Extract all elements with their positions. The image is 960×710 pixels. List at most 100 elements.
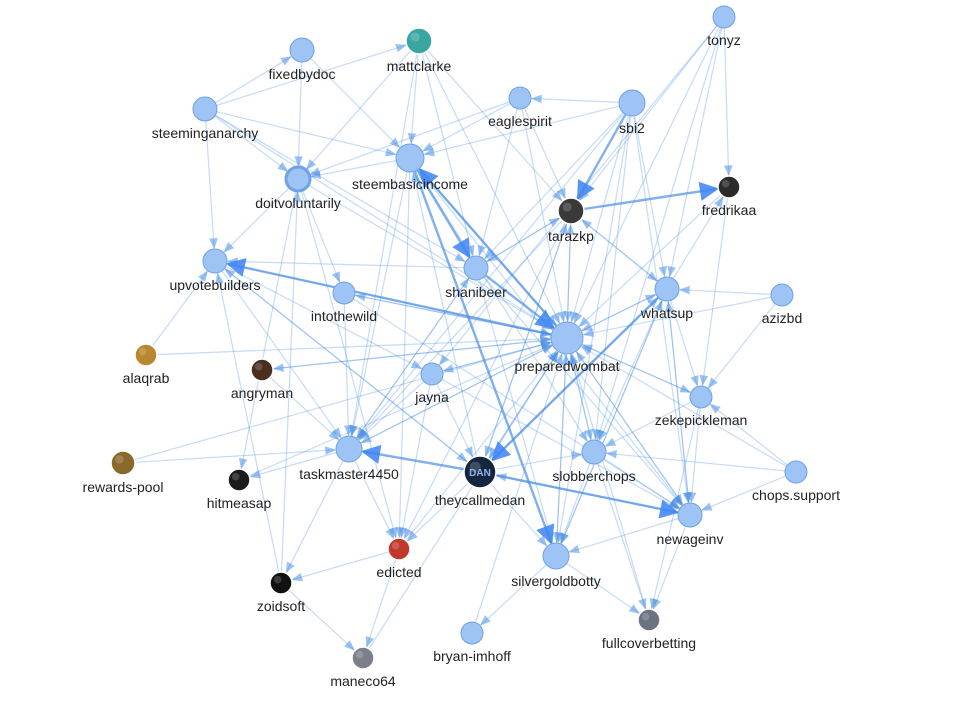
edge-zekepickleman-to-preparedwombat bbox=[581, 344, 692, 394]
node-silvergoldbotty[interactable]: silvergoldbotty bbox=[511, 542, 601, 589]
edge-zoidsoft-to-upvotebuilders bbox=[215, 272, 280, 573]
node-jayna[interactable]: jayna bbox=[414, 362, 449, 405]
edge-tonyz-to-fredrikaa bbox=[723, 27, 733, 177]
node-doitvoluntarily[interactable]: doitvoluntarily bbox=[255, 165, 341, 211]
node-steembasicincome[interactable]: steembasicincome bbox=[352, 143, 468, 192]
avatar-rewards-pool bbox=[110, 450, 136, 476]
edge-steembasicincome-to-taskmaster4450 bbox=[349, 171, 408, 437]
edge-tonyz-to-tarazkp bbox=[579, 25, 718, 201]
edge-alaqrab-to-upvotebuilders bbox=[152, 270, 208, 347]
edge-azizbd-to-whatsup bbox=[678, 285, 772, 295]
edge-fixedbydoc-to-steembasicincome bbox=[310, 58, 401, 149]
node-circle-taskmaster4450 bbox=[335, 435, 363, 463]
node-sbi2[interactable]: sbi2 bbox=[618, 89, 646, 136]
edge-zoidsoft-to-maneco64 bbox=[288, 589, 355, 651]
node-alaqrab[interactable]: alaqrab bbox=[123, 343, 170, 386]
edge-theycallmedan-to-newageinv bbox=[495, 474, 680, 519]
node-tarazkp[interactable]: tarazkp bbox=[548, 197, 594, 244]
node-label-theycallmedan: theycallmedan bbox=[435, 492, 525, 508]
node-rewards-pool[interactable]: rewards-pool bbox=[83, 450, 164, 495]
avatar-zoidsoft bbox=[269, 571, 293, 595]
edge-steembasicincome-to-silvergoldbotty bbox=[413, 170, 555, 545]
node-mattclarke[interactable]: mattclarke bbox=[387, 27, 452, 74]
node-intothewild[interactable]: intothewild bbox=[311, 281, 377, 324]
edge-newageinv-to-theycallmedan bbox=[495, 473, 679, 514]
avatar-shine-fredrikaa bbox=[721, 179, 730, 188]
edge-jayna-to-taskmaster4450 bbox=[358, 380, 425, 441]
node-maneco64[interactable]: maneco64 bbox=[330, 646, 396, 689]
avatar-tarazkp bbox=[557, 197, 585, 225]
node-azizbd[interactable]: azizbd bbox=[762, 283, 802, 326]
edge-preparedwombat-to-jayna bbox=[442, 341, 552, 373]
node-label-taskmaster4450: taskmaster4450 bbox=[299, 466, 399, 482]
node-label-rewards-pool: rewards-pool bbox=[83, 479, 164, 495]
node-eaglespirit[interactable]: eaglespirit bbox=[488, 86, 552, 129]
node-label-sbi2: sbi2 bbox=[619, 120, 645, 136]
edge-steeminganarchy-to-mattclarke bbox=[216, 44, 407, 106]
node-shanibeer[interactable]: shanibeer bbox=[445, 255, 507, 300]
edge-upvotebuilders-to-jayna bbox=[225, 265, 423, 370]
edge-preparedwombat-to-angryman bbox=[272, 339, 552, 372]
edge-preparedwombat-to-taskmaster4450 bbox=[360, 344, 553, 444]
node-steeminganarchy[interactable]: steeminganarchy bbox=[152, 96, 259, 141]
edge-mattclarke-to-taskmaster4450 bbox=[348, 53, 418, 437]
node-newageinv[interactable]: newageinv bbox=[657, 502, 724, 547]
edge-tarazkp-to-whatsup bbox=[580, 218, 658, 282]
node-circle-chops.support bbox=[784, 460, 808, 484]
node-circle-doitvoluntarily bbox=[284, 165, 312, 193]
node-upvotebuilders[interactable]: upvotebuilders bbox=[169, 248, 261, 293]
node-bryan-imhoff[interactable]: bryan-imhoff bbox=[433, 621, 511, 664]
edge-rewards-pool-to-preparedwombat bbox=[134, 341, 552, 461]
avatar-alaqrab bbox=[134, 343, 158, 367]
avatar-shine-zoidsoft bbox=[273, 575, 282, 584]
node-label-azizbd: azizbd bbox=[762, 310, 802, 326]
node-chops.support[interactable]: chops.support bbox=[752, 460, 840, 503]
node-label-upvotebuilders: upvotebuilders bbox=[169, 277, 260, 293]
avatar-shine-hitmeasap bbox=[231, 472, 240, 481]
edge-whatsup-to-theycallmedan bbox=[490, 296, 660, 462]
node-fullcoverbetting[interactable]: fullcoverbetting bbox=[602, 608, 696, 651]
node-circle-bryan-imhoff bbox=[460, 621, 484, 645]
edge-jayna-to-preparedwombat bbox=[442, 340, 552, 372]
node-zekepickleman[interactable]: zekepickleman bbox=[655, 385, 748, 428]
node-label-slobberchops: slobberchops bbox=[552, 468, 635, 484]
node-taskmaster4450[interactable]: taskmaster4450 bbox=[299, 435, 399, 482]
edge-jayna-to-newageinv bbox=[441, 378, 680, 510]
node-slobberchops[interactable]: slobberchops bbox=[552, 439, 636, 484]
edge-upvotebuilders-to-preparedwombat bbox=[226, 263, 552, 337]
edge-alaqrab-to-preparedwombat bbox=[156, 334, 552, 356]
edge-tarazkp-to-edicted bbox=[403, 222, 566, 540]
avatar-shine-mattclarke bbox=[410, 32, 420, 42]
edge-intothewild-to-preparedwombat bbox=[354, 294, 552, 337]
edge-tonyz-to-jayna bbox=[438, 25, 718, 366]
edge-silvergoldbotty-to-bryan-imhoff bbox=[480, 564, 547, 626]
edge-zekepickleman-to-slobberchops bbox=[604, 401, 692, 447]
node-circle-silvergoldbotty bbox=[542, 542, 570, 570]
edge-eaglespirit-to-tarazkp bbox=[523, 107, 566, 200]
edge-zekepickleman-to-newageinv bbox=[687, 407, 701, 504]
edge-tonyz-to-whatsup bbox=[667, 27, 723, 278]
edge-shanibeer-to-newageinv bbox=[483, 276, 683, 507]
node-edicted[interactable]: edicted bbox=[376, 537, 422, 580]
edge-newageinv-to-fullcoverbetting bbox=[652, 525, 687, 610]
node-angryman[interactable]: angryman bbox=[231, 358, 293, 401]
node-whatsup[interactable]: whatsup bbox=[640, 276, 693, 321]
edge-theycallmedan-to-tarazkp bbox=[484, 223, 568, 458]
node-hitmeasap[interactable]: hitmeasap bbox=[207, 468, 272, 511]
edge-steeminganarchy-to-doitvoluntarily bbox=[214, 115, 289, 172]
edge-doitvoluntarily-to-preparedwombat bbox=[307, 184, 554, 330]
node-fredrikaa[interactable]: fredrikaa bbox=[702, 175, 757, 218]
edge-maneco64-to-preparedwombat bbox=[368, 351, 559, 650]
edge-zoidsoft-to-doitvoluntarily bbox=[280, 190, 302, 573]
avatar-edicted bbox=[387, 537, 411, 561]
edge-theycallmedan-to-taskmaster4450 bbox=[360, 444, 465, 471]
node-label-edicted: edicted bbox=[376, 564, 421, 580]
node-zoidsoft[interactable]: zoidsoft bbox=[257, 571, 305, 614]
node-label-fredrikaa: fredrikaa bbox=[702, 202, 757, 218]
node-fixedbydoc[interactable]: fixedbydoc bbox=[269, 37, 336, 82]
node-tonyz[interactable]: tonyz bbox=[707, 5, 741, 48]
node-preparedwombat[interactable]: preparedwombat bbox=[514, 321, 620, 374]
node-circle-eaglespirit bbox=[508, 86, 532, 110]
